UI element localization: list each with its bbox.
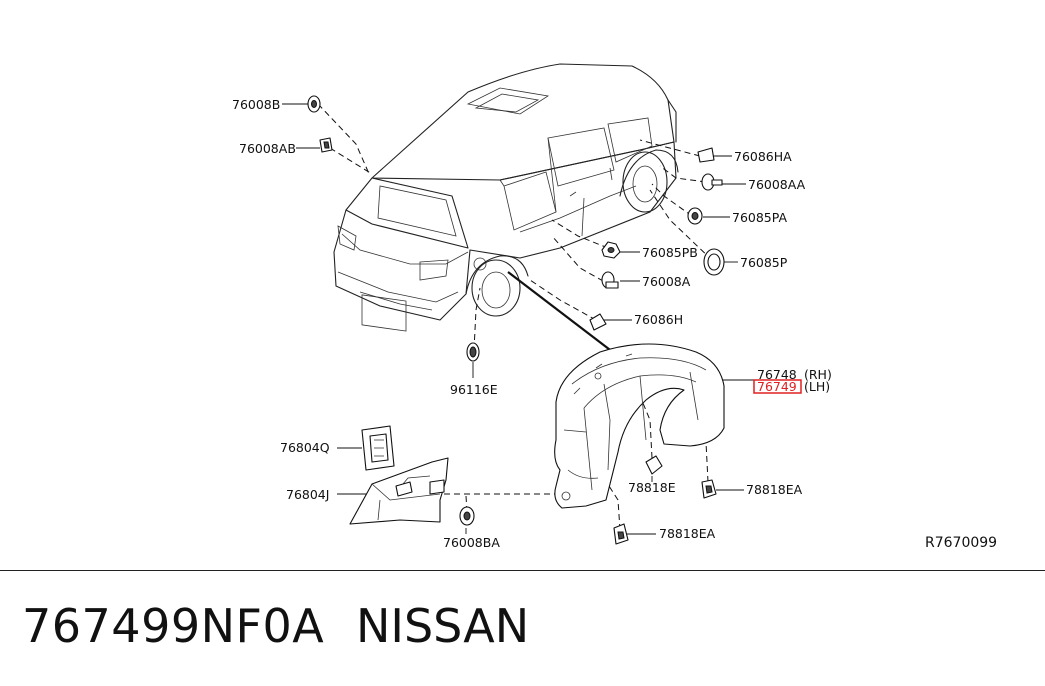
highlight-box-76749 <box>753 379 802 394</box>
grommet-76086H <box>589 313 607 331</box>
label-76086HA: 76086HA <box>734 149 792 164</box>
exploded-parts-diagram: 76008B 76008AB 76086HA 76008AA 76085PA 7… <box>232 63 997 551</box>
label-76749: 76749 <box>757 379 797 394</box>
label-76008AA: 76008AA <box>748 177 806 192</box>
screw-76008A <box>601 271 619 289</box>
label-76085P: 76085P <box>740 255 788 270</box>
clip-76008BA <box>459 506 475 526</box>
label-78818E: 78818E <box>628 480 676 495</box>
label-76804Q: 76804Q <box>280 440 330 455</box>
screw-76008AA <box>701 173 723 191</box>
clip-76085PA <box>687 207 703 225</box>
clip-78818EA-bottom <box>613 523 629 545</box>
clip-76008AB <box>319 137 333 153</box>
label-78818EA-bottom: 78818EA <box>659 526 716 541</box>
label-76008AB: 76008AB <box>239 141 296 156</box>
fastener-parts <box>307 95 725 545</box>
clip-96116E <box>466 342 480 362</box>
label-96116E: 96116E <box>450 382 498 397</box>
label-76008B: 76008B <box>232 97 280 112</box>
part-number-title: 767499NF0A <box>22 599 325 653</box>
vehicle-drawing <box>333 63 679 332</box>
label-76748-side: (RH) <box>804 367 832 382</box>
clip-78818EA-right <box>701 479 717 499</box>
grommet-76086HA <box>697 147 715 163</box>
footer-divider <box>0 570 1045 571</box>
leader-lines <box>282 103 754 535</box>
seal-76085P <box>703 248 725 276</box>
label-76086H: 76086H <box>634 312 683 327</box>
label-76008BA: 76008BA <box>443 535 500 550</box>
label-78818EA-right: 78818EA <box>746 482 803 497</box>
label-76749-side: (LH) <box>804 379 830 394</box>
bracket-76804Q <box>361 425 395 471</box>
clip-76008B <box>307 95 321 113</box>
label-76748: 76748 <box>757 367 797 382</box>
brand-name: NISSAN <box>356 599 530 653</box>
label-76085PB: 76085PB <box>642 245 698 260</box>
clip-78818E <box>645 455 663 475</box>
clip-76085PB <box>601 241 621 259</box>
label-76008A: 76008A <box>642 274 691 289</box>
diagram-reference-code: R7670099 <box>925 535 997 551</box>
wheel-house-liner <box>554 343 725 509</box>
label-76085PA: 76085PA <box>732 210 788 225</box>
bracket-76804J <box>349 457 449 525</box>
callout-labels: 76008B 76008AB 76086HA 76008AA 76085PA 7… <box>232 97 997 551</box>
label-76804J: 76804J <box>286 487 329 502</box>
